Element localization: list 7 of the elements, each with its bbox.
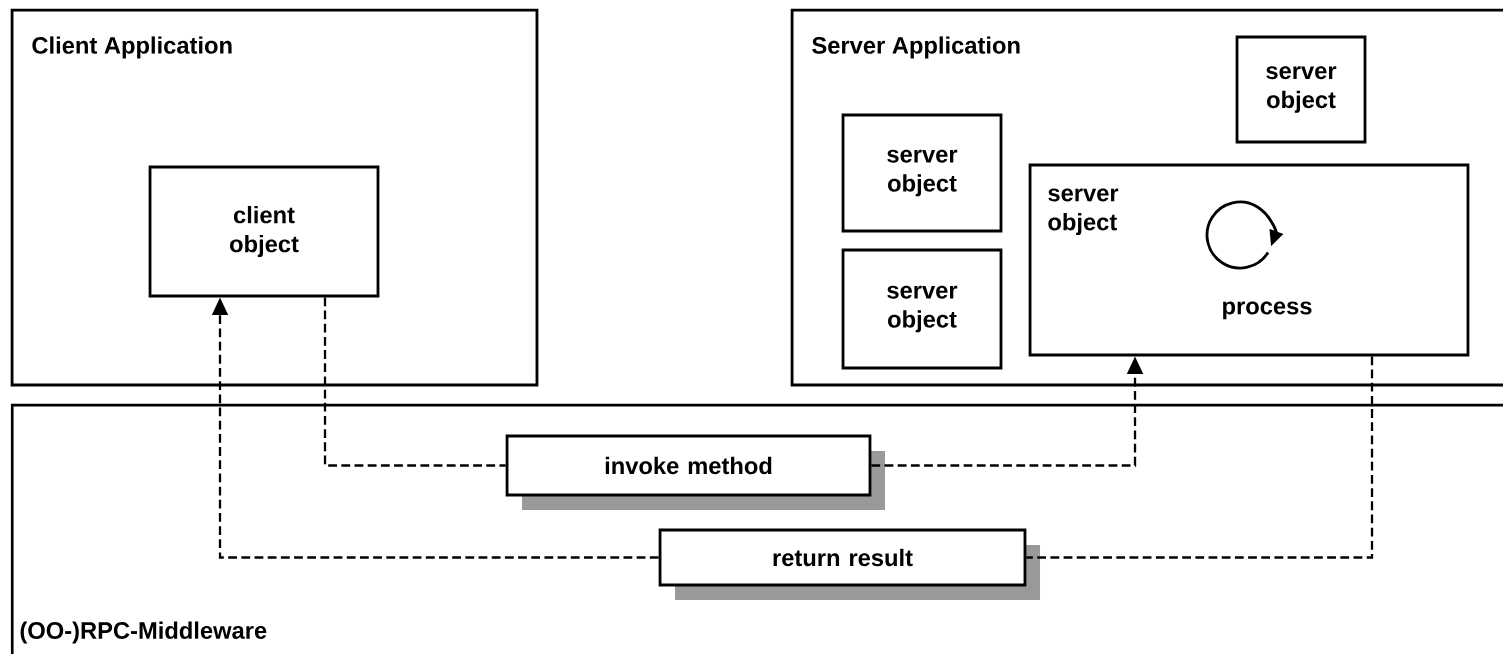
message-box: return result <box>658 528 1040 600</box>
object-box: server object <box>841 248 1003 370</box>
message-box: invoke method <box>505 434 885 510</box>
object-box: server object <box>1235 35 1367 144</box>
object-box: server object process <box>1028 163 1470 357</box>
object-box: client object <box>148 165 380 298</box>
object-box: server object <box>841 113 1003 233</box>
